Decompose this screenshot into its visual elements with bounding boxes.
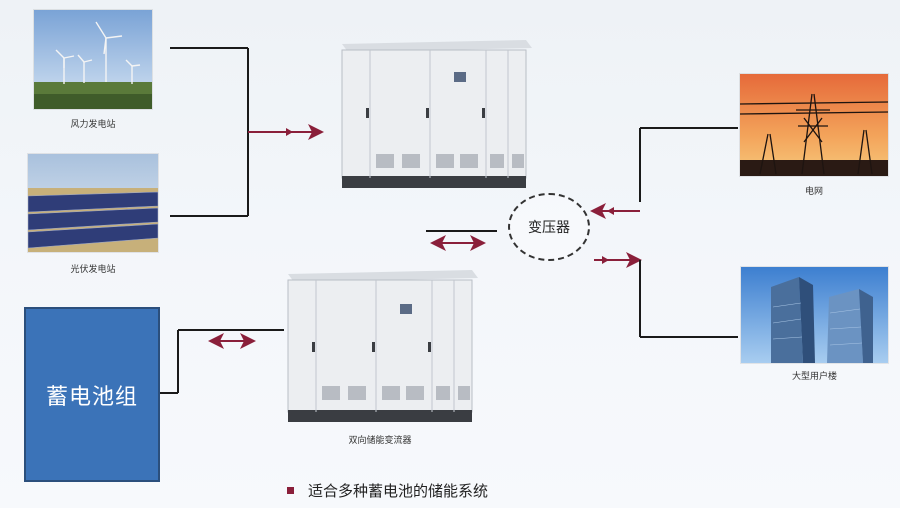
source-bracket [170,47,324,217]
transformer-label: 变压器 [528,220,570,236]
footer-caption: 适合多种蓄电池的储能系统 [287,480,488,501]
power-grid-caption: 电网 [804,187,823,197]
cabinet-icon [287,270,478,422]
output-bracket [590,127,738,338]
converter-cabinet-top [336,38,532,190]
converter-transformer-link [426,230,497,251]
power-tower-icon [740,74,888,176]
wind-farm-image [34,10,152,109]
bidirectional-converter-cabinet [282,268,478,424]
battery-bank: 蓄电池组 [24,307,160,482]
solar-farm-image [28,154,158,252]
solar-farm-caption: 光伏发电站 [70,265,116,275]
building-icon [741,267,888,363]
battery-link [156,329,284,394]
converter-caption: 双向储能变流器 [348,436,412,446]
bullet-icon [287,487,294,494]
wind-farm-caption: 风力发电站 [70,120,116,130]
building-image [741,267,888,363]
building-caption: 大型用户楼 [791,372,837,382]
footer-title: 适合多种蓄电池的储能系统 [308,482,489,500]
cabinet-icon [341,40,532,188]
wind-turbine-icon [34,10,152,109]
battery-bank-label: 蓄电池组 [45,384,138,410]
power-grid-image [740,74,888,176]
solar-panel-icon [28,154,158,252]
transformer-node: 变压器 [508,193,590,261]
